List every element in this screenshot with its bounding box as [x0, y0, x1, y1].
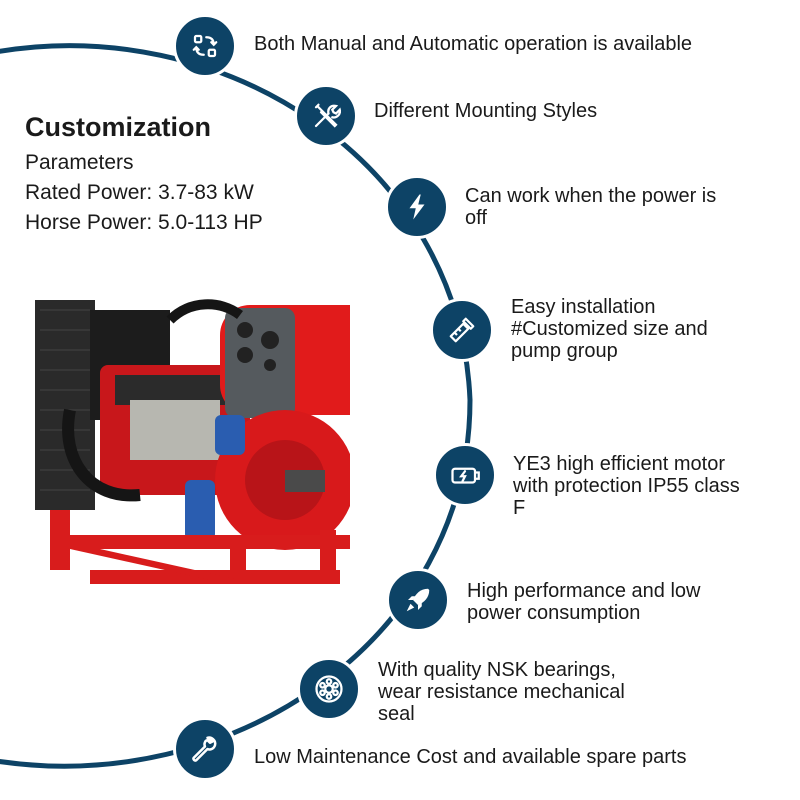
engine-pump-image	[35, 299, 350, 584]
feature-5-line-2: with protection IP55 class	[513, 475, 740, 497]
feature-5-line-3: F	[513, 497, 526, 519]
feature-8-line-1: Low Maintenance Cost and available spare…	[254, 746, 687, 768]
feature-5-text: YE3 high efficient motor with protection…	[513, 453, 740, 519]
bearing-icon	[315, 675, 343, 703]
sync-arrows-icon	[192, 34, 218, 58]
wrench-icon	[192, 736, 217, 762]
feature-7-line-3: seal	[378, 703, 415, 725]
feature-1-line-1: Both Manual and Automatic operation is a…	[254, 33, 693, 55]
spec-title: Customization	[25, 112, 211, 142]
feature-6-line-2: power consumption	[467, 602, 641, 624]
feature-4-line-1: Easy installation	[511, 296, 656, 318]
feature-6-badge	[386, 568, 450, 632]
spec-parameters: Parameters	[25, 151, 134, 174]
lightning-icon	[409, 194, 425, 220]
feature-2-line-1: Different Mounting Styles	[374, 100, 598, 122]
spec-block: Customization Parameters Rated Power: 3.…	[25, 110, 263, 238]
tools-icon	[314, 103, 341, 128]
feature-6-text: High performance and low power consumpti…	[467, 580, 700, 624]
feature-7-line-1: With quality NSK bearings,	[378, 659, 616, 681]
base-frame	[50, 510, 350, 584]
feature-4-badge	[430, 298, 494, 362]
spec-rated-power: Rated Power: 3.7-83 kW	[25, 181, 254, 204]
feature-7-line-2: wear resistance mechanical	[378, 681, 625, 703]
feature-8-badge	[173, 717, 237, 781]
feature-4-text: Easy installation #Customized size and p…	[511, 296, 708, 362]
feature-5-badge	[433, 443, 497, 507]
feature-3-text: Can work when the power is off	[465, 185, 716, 229]
feature-3-badge	[385, 175, 449, 239]
feature-4-line-3: pump group	[511, 340, 618, 362]
feature-3-line-2: off	[465, 207, 487, 229]
feature-3-line-1: Can work when the power is	[465, 185, 717, 207]
feature-1-text: Both Manual and Automatic operation is a…	[254, 33, 692, 55]
motor-icon	[451, 467, 480, 484]
feature-7-text: With quality NSK bearings, wear resistan…	[378, 659, 625, 725]
feature-5-line-1: YE3 high efficient motor	[513, 453, 725, 475]
feature-6-line-1: High performance and low	[467, 580, 701, 602]
feature-7-badge	[297, 657, 361, 721]
feature-2-badge	[294, 84, 358, 148]
feature-4-line-2: #Customized size and	[511, 318, 708, 340]
ruler-pencil-icon	[449, 317, 475, 343]
feature-8-text: Low Maintenance Cost and available spare…	[254, 746, 686, 768]
feature-2-text: Different Mounting Styles	[374, 100, 597, 122]
rocket-icon	[406, 588, 430, 612]
feature-1-badge	[173, 14, 237, 78]
spec-horse-power: Horse Power: 5.0-113 HP	[25, 211, 263, 234]
